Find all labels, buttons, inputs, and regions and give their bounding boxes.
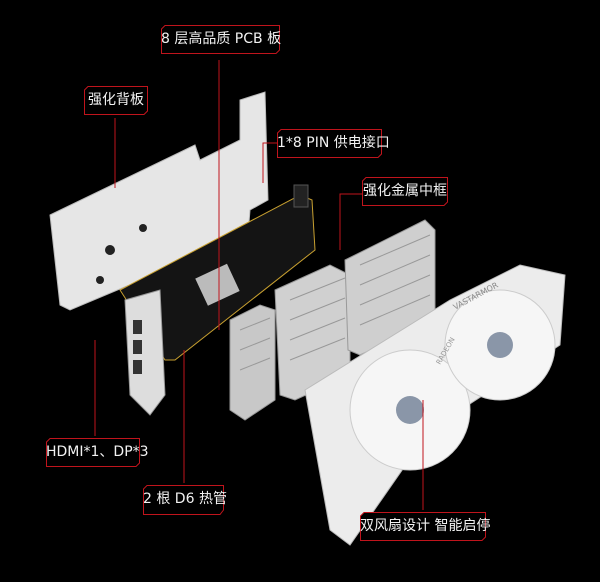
heatsink <box>229 219 436 421</box>
label-ports: HDMI*1、DP*3 <box>46 438 149 467</box>
label-fans: 双风扇设计 智能启停 <box>360 512 490 541</box>
fan-shroud: VASTARMOR RADEON <box>304 264 566 546</box>
pcb <box>119 184 316 361</box>
label-pcb: 8 层高品质 PCB 板 <box>161 25 281 54</box>
io-bracket <box>124 289 166 416</box>
power-connector <box>293 184 309 208</box>
label-backplate: 强化背板 <box>84 86 148 115</box>
leader-lines <box>94 60 424 510</box>
label-frame: 强化金属中框 <box>362 177 448 206</box>
backplate <box>49 91 269 311</box>
label-power-connector: 1*8 PIN 供电接口 <box>277 129 390 158</box>
label-heatpipe: 2 根 D6 热管 <box>143 485 227 515</box>
